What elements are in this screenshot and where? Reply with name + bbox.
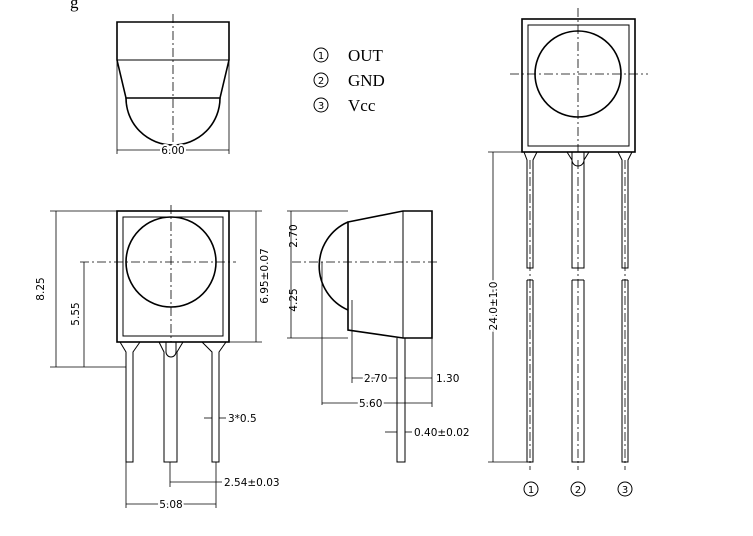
pin-label-2: 2 (575, 485, 581, 496)
dim-lead-length: 24.0±1.0 (488, 282, 500, 331)
side-body (347, 210, 433, 339)
legend-item-gnd: 2 GND (313, 71, 385, 90)
legend-label: OUT (348, 46, 384, 65)
dim-lens-top: 2.70 (288, 224, 300, 247)
dim-body-height: 6.95±0.07 (259, 248, 271, 304)
front-lead-3 (201, 341, 227, 463)
front-body-outer (116, 210, 230, 343)
legend-label: Vcc (348, 96, 376, 115)
dim-side-dome: 2.70 (364, 373, 387, 385)
dim-side-depth: 5.60 (359, 398, 382, 410)
front-lead-1 (119, 341, 141, 463)
circle-icon (313, 97, 329, 113)
legend-item-vcc: 3 Vcc (313, 96, 376, 115)
side-view: 2.70 4.25 2.70 1.30 5.60 0.40±0.02 (287, 210, 470, 463)
dim-lens-bottom: 4.25 (288, 288, 300, 311)
top-view: 6.00 (116, 14, 230, 159)
circle-icon (570, 481, 586, 497)
circle-icon (313, 72, 329, 88)
long-body-outer (521, 18, 636, 153)
legend-item-out: 1 OUT (313, 46, 384, 65)
long-body-inner (527, 24, 630, 147)
dim-lead-thickness: 0.40±0.02 (414, 427, 470, 439)
circle-icon (313, 47, 329, 63)
title-fragment: g (70, 0, 79, 12)
circle-icon (617, 481, 633, 497)
dim-lead-width: 3*0.5 (228, 413, 257, 425)
pin-label-3: 3 (622, 485, 628, 496)
svg-text:1: 1 (318, 51, 324, 62)
dim-center-height: 5.55 (70, 302, 82, 325)
front-lead-2 (158, 341, 184, 463)
long-lead-1 (523, 151, 538, 463)
side-dome (318, 221, 349, 311)
front-lead-2-notch (165, 342, 177, 358)
svg-text:2: 2 (318, 76, 324, 87)
dim-lead-pitch: 2.54±0.03 (224, 477, 280, 489)
long-view: 24.0±1.0 1 2 3 (486, 8, 648, 497)
dim-lead-span: 5.08 (159, 499, 182, 511)
pin-label-1: 1 (528, 485, 534, 496)
pin-legend: 1 OUT 2 GND 3 Vcc (313, 46, 385, 115)
svg-text:3: 3 (318, 101, 324, 112)
legend-label: GND (348, 71, 385, 90)
side-lead (396, 338, 406, 463)
circle-icon (523, 481, 539, 497)
front-body-inner (122, 216, 224, 337)
dim-top-width: 6.00 (161, 145, 184, 157)
dim-side-lead-offset: 1.30 (436, 373, 459, 385)
front-view: 8.25 5.55 6.95±0.07 3*0.5 2.54±0.03 5.08 (35, 205, 280, 513)
dim-overall-height: 8.25 (35, 277, 47, 300)
